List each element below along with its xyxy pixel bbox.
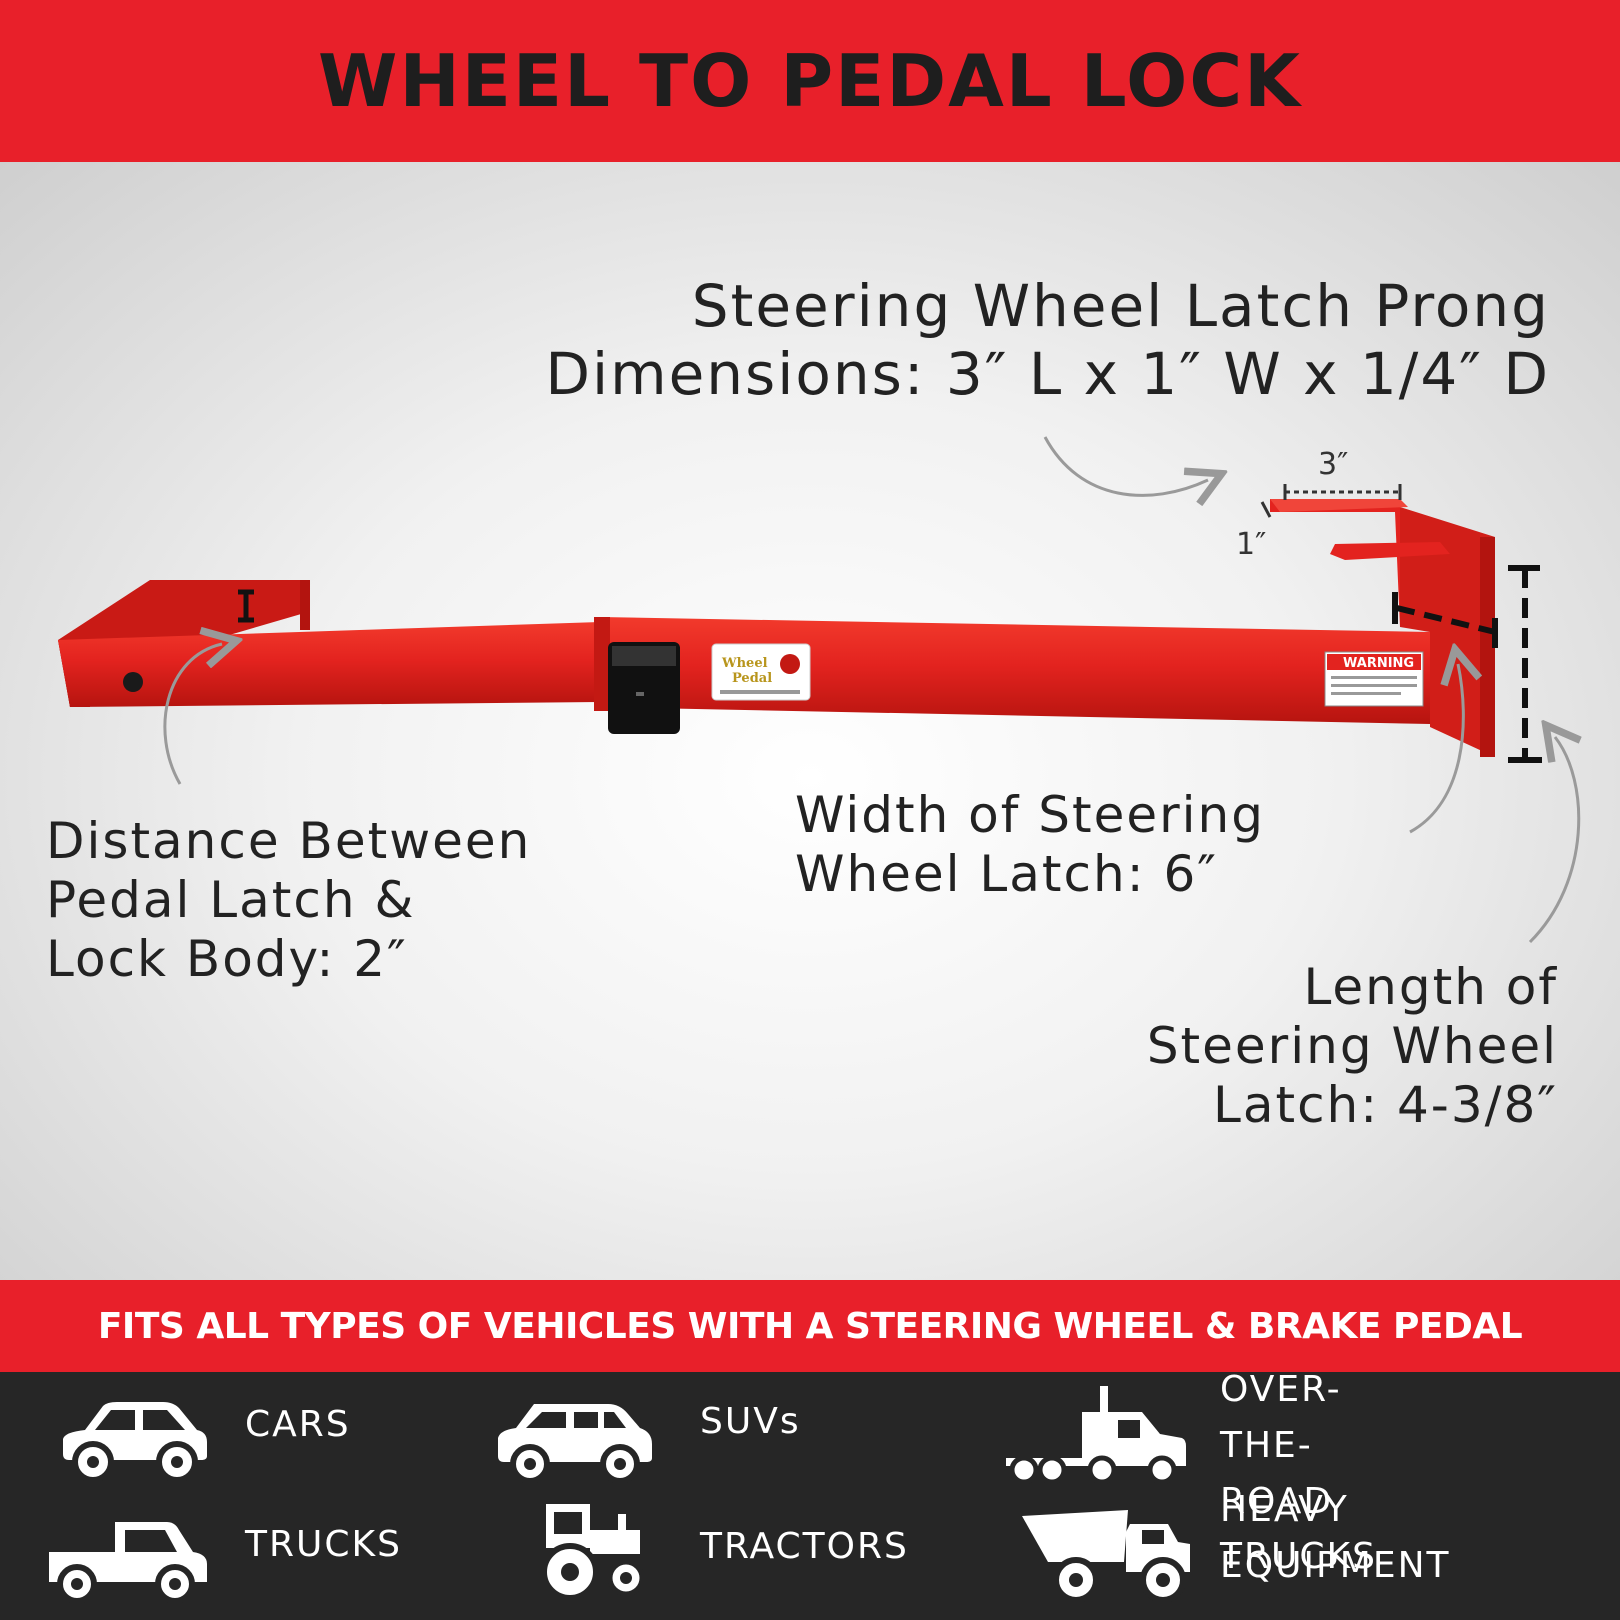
steering-wheel-latch: [1270, 499, 1495, 757]
svg-text:WARNING: WARNING: [1343, 656, 1414, 671]
latch-length-callout: Length of Steering Wheel Latch: 4-3/8″: [1146, 958, 1558, 1134]
prong-width-mark: 1″: [1236, 527, 1266, 562]
pickup-truck-icon: [49, 1522, 207, 1604]
lock-cylinder[interactable]: [608, 642, 680, 734]
page-title: WHEEL TO PEDAL LOCK: [318, 39, 1302, 123]
car-icon: [63, 1402, 207, 1483]
top-banner: WHEEL TO PEDAL LOCK: [0, 0, 1620, 162]
tractor-icon: [541, 1504, 645, 1601]
svg-text:Wheel: Wheel: [721, 656, 768, 671]
fit-banner-text: FITS ALL TYPES OF VEHICLES WITH A STEERI…: [97, 1305, 1523, 1347]
dump-truck-icon: [1022, 1510, 1190, 1603]
callout-arrows: [163, 436, 1579, 944]
suv-icon: [498, 1404, 652, 1484]
pin-hole: [123, 672, 143, 692]
latch-length-dimension-mark: [1508, 565, 1542, 763]
latch-width-callout: Width of Steering Wheel Latch: 6″: [795, 786, 1265, 903]
pedal-distance-callout: Distance Between Pedal Latch & Lock Body…: [46, 812, 532, 988]
brand-sticker: Wheel Pedal: [711, 643, 811, 701]
svg-text:Pedal: Pedal: [732, 671, 772, 686]
prong-length-mark: 3″: [1318, 447, 1348, 482]
steering-wheel-prong-upper: [1270, 499, 1400, 627]
product-illustration: Wheel Pedal WARNING: [58, 436, 1620, 944]
product-hero: Wheel Pedal WARNING: [0, 162, 1620, 1280]
semi-truck-icon: [1006, 1386, 1186, 1485]
latch-width-dimension-mark: [1392, 592, 1498, 648]
vehicle-types: CARS SUVs OVER-THE- ROAD: [0, 1369, 1620, 1620]
prong-dimension-marks: [1260, 484, 1402, 518]
steering-wheel-prong-lower: [1330, 542, 1450, 560]
fit-banner: FITS ALL TYPES OF VEHICLES WITH A STEERI…: [0, 1280, 1620, 1372]
prong-dimensions-callout: Steering Wheel Latch Prong Dimensions: 3…: [545, 272, 1550, 409]
pedal-gap-dimension-mark: [238, 589, 254, 623]
warning-label: WARNING: [1324, 651, 1424, 707]
